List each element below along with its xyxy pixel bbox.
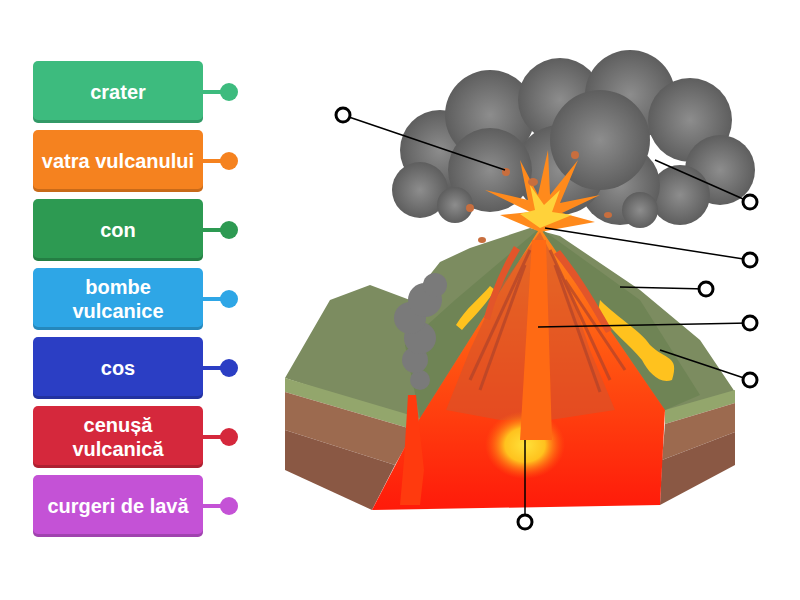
- target-circles: [336, 108, 757, 529]
- leader-lines: [343, 115, 750, 522]
- label-text: cos: [95, 356, 141, 380]
- connector-dot: [220, 152, 238, 170]
- label-text: curgeri de lavă: [41, 494, 194, 518]
- label-text: bombe vulcanice: [33, 275, 203, 323]
- label-box: crater: [33, 61, 203, 123]
- label-text: crater: [84, 80, 152, 104]
- label-text: cenușă vulcanică: [33, 413, 203, 461]
- label-box: cos: [33, 337, 203, 399]
- side-vent: [400, 395, 424, 505]
- lava-flow: [484, 246, 520, 320]
- connector-dot: [220, 221, 238, 239]
- label-text: con: [94, 218, 142, 242]
- connector-dot: [220, 83, 238, 101]
- lava-flow: [554, 250, 612, 333]
- smoke-plume: [394, 273, 447, 390]
- label-box: vatra vulcanului: [33, 130, 203, 192]
- label-text: vatra vulcanului: [36, 149, 200, 173]
- lava-flow: [598, 300, 674, 381]
- label-box: curgeri de lavă: [33, 475, 203, 537]
- connector-dot: [220, 290, 238, 308]
- connector-dot: [220, 497, 238, 515]
- label-box: con: [33, 199, 203, 261]
- connector-dot: [220, 359, 238, 377]
- label-box: cenușă vulcanică: [33, 406, 203, 468]
- rock-layer: [660, 432, 735, 505]
- label-box: bombe vulcanice: [33, 268, 203, 330]
- volcanic-vent: [520, 240, 552, 440]
- magma-cross-section: [372, 228, 665, 510]
- eruption: [485, 150, 600, 232]
- connector-dot: [220, 428, 238, 446]
- eruption: [520, 185, 572, 228]
